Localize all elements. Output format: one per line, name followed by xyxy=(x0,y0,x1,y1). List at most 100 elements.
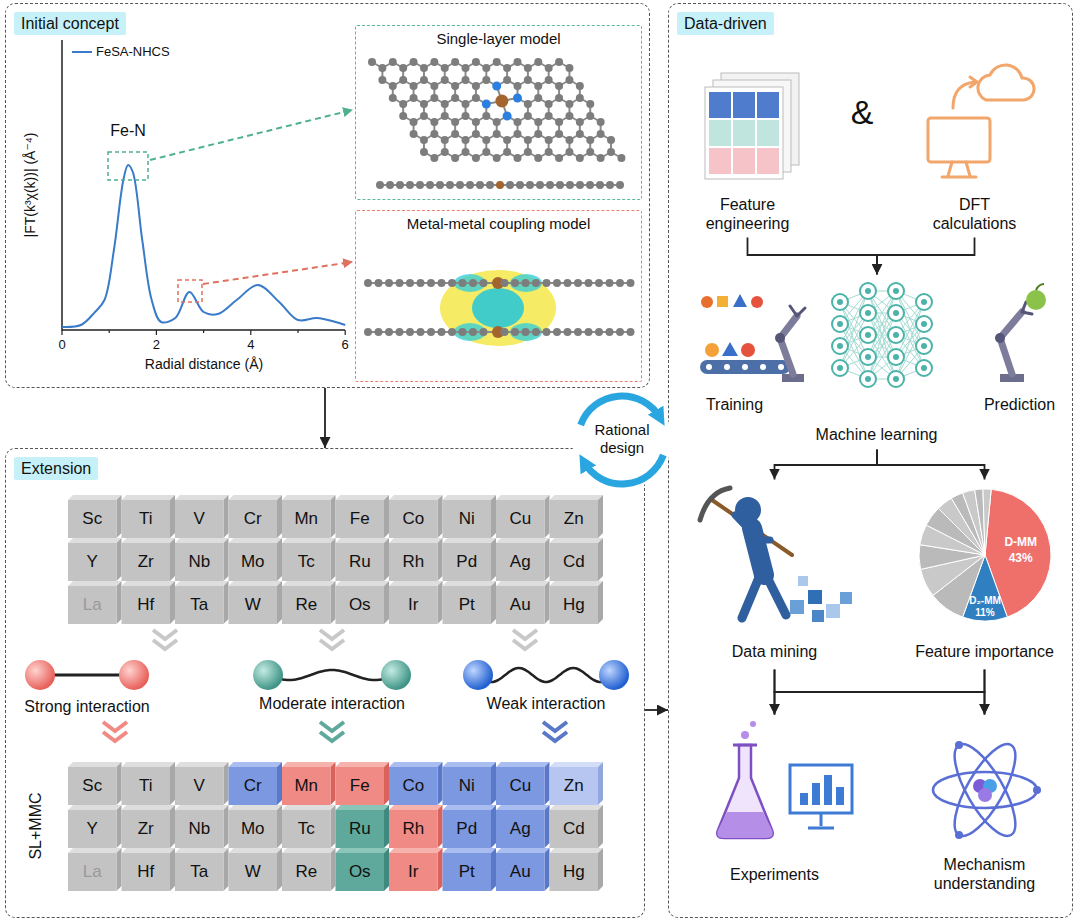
exafs-plot xyxy=(203,330,204,333)
element-symbol: Au xyxy=(510,862,531,882)
graphene-model xyxy=(399,76,407,84)
coupling-model xyxy=(385,279,393,287)
graphene-model xyxy=(555,118,563,126)
coupling-model xyxy=(606,328,614,336)
periodic-table xyxy=(384,762,389,805)
element-symbol: Hg xyxy=(563,595,585,615)
graphene-model xyxy=(586,100,594,108)
coupling-model xyxy=(385,328,393,336)
graphene-model xyxy=(420,112,428,120)
neural-network-icon xyxy=(921,321,927,327)
neural-network-icon xyxy=(893,288,899,294)
exafs-plot xyxy=(109,330,110,333)
periodic-table xyxy=(438,581,443,624)
periodic-table xyxy=(282,848,336,853)
graphene-model xyxy=(389,82,397,90)
graphene-model xyxy=(524,76,532,84)
coupling-model xyxy=(469,279,477,287)
neural-network-icon xyxy=(860,305,876,321)
periodic-table xyxy=(68,848,122,853)
periodic-table xyxy=(550,543,599,581)
graphene-model xyxy=(534,58,542,66)
periodic-table xyxy=(545,762,550,805)
graphene-model xyxy=(596,181,604,189)
periodic-table xyxy=(122,543,171,581)
coupling-model xyxy=(574,328,582,336)
graphene-model xyxy=(607,148,615,156)
coupling-model xyxy=(417,279,425,287)
graphene-model xyxy=(482,112,490,120)
graphene-model xyxy=(451,130,459,138)
graphene-model xyxy=(576,154,584,162)
periodic-table xyxy=(545,805,550,848)
periodic-table xyxy=(491,495,496,538)
periodic-table xyxy=(389,581,443,586)
graphene-model xyxy=(586,148,594,156)
prediction-icon xyxy=(995,333,1005,343)
periodic-table xyxy=(122,805,176,810)
periodic-table xyxy=(496,805,550,810)
tick-label: 2 xyxy=(153,337,160,353)
lab-icon xyxy=(824,775,832,805)
periodic-table xyxy=(496,538,550,543)
neural-network-icon xyxy=(888,327,904,343)
periodic-table xyxy=(117,581,122,624)
neural-network-icon xyxy=(860,349,876,365)
periodic-table xyxy=(438,762,443,805)
graphene-model xyxy=(451,118,459,126)
coupling-model xyxy=(510,323,542,341)
graphene-model xyxy=(389,94,397,102)
periodic-table xyxy=(117,538,122,581)
element-symbol: W xyxy=(245,595,261,615)
coupling-model xyxy=(616,279,624,287)
periodic-table xyxy=(496,810,545,848)
periodic-table xyxy=(389,586,438,624)
neural-network-icon xyxy=(832,294,848,310)
graphene-model xyxy=(524,64,532,72)
periodic-table xyxy=(175,805,229,810)
periodic-table xyxy=(282,543,331,581)
element-symbol: Mo xyxy=(241,552,265,572)
element-symbol: Re xyxy=(295,595,317,615)
graphene-model xyxy=(430,154,438,162)
coupling-model xyxy=(406,279,414,287)
coupling-model xyxy=(522,328,530,336)
miner-icon xyxy=(808,590,822,604)
neural-network-icon xyxy=(893,354,899,360)
graphene-model xyxy=(545,148,553,156)
graphene-model xyxy=(555,130,563,138)
element-symbol: Cu xyxy=(509,509,531,529)
interaction-sketch xyxy=(103,732,127,741)
graphene-model xyxy=(482,100,491,109)
neural-network-icon xyxy=(916,316,932,332)
neural-network-icon xyxy=(916,360,932,376)
periodic-table xyxy=(68,853,117,891)
neural-network-icon xyxy=(916,294,932,310)
importance-pie xyxy=(963,490,985,555)
graphene-model xyxy=(430,94,438,102)
graphene-model xyxy=(368,58,625,189)
graphene-model xyxy=(524,100,532,108)
flow-arrow xyxy=(877,238,975,275)
graphene-model xyxy=(503,76,511,84)
table-icon xyxy=(709,120,779,146)
graphene-model xyxy=(446,181,454,189)
graphene-model xyxy=(513,94,522,103)
graphene-model xyxy=(545,76,553,84)
periodic-table xyxy=(496,586,545,624)
flow-arrow xyxy=(775,670,985,715)
periodic-table xyxy=(229,767,278,805)
periodic-table xyxy=(224,495,229,538)
tick-label: 4 xyxy=(247,337,254,353)
periodic-table xyxy=(443,810,492,848)
periodic-table xyxy=(224,581,229,624)
periodic-table xyxy=(550,810,599,848)
periodic-table xyxy=(389,500,438,538)
periodic-table xyxy=(175,581,229,586)
flow-arrow xyxy=(748,238,878,275)
periodic-table xyxy=(331,805,336,848)
periodic-table xyxy=(336,805,390,810)
graphene-model xyxy=(524,148,532,156)
neural-network-icon xyxy=(888,371,904,387)
pie-label: D₂-MM xyxy=(969,595,1001,607)
